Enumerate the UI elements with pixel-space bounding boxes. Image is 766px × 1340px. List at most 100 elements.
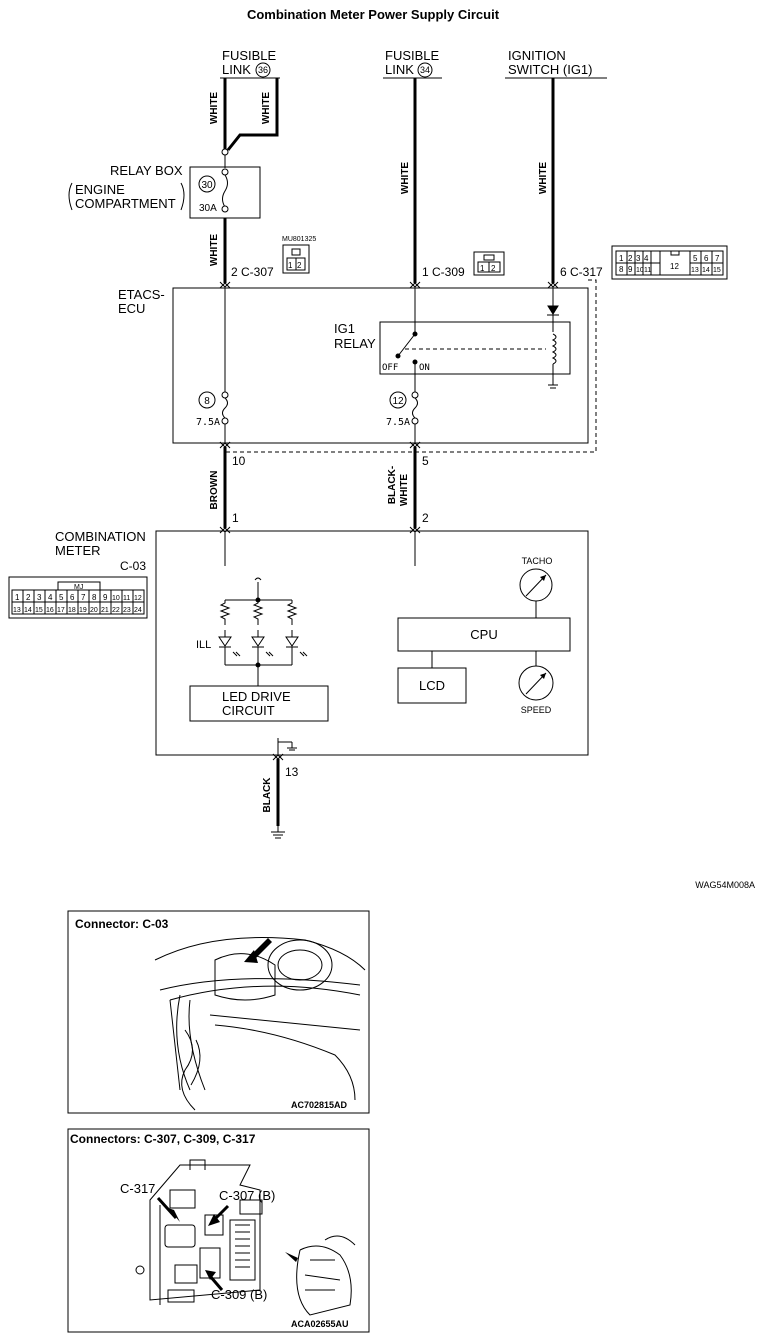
wire-color-white: WHITE: [400, 162, 411, 195]
speed-gauge-icon: [518, 665, 554, 701]
svg-text:1: 1: [619, 254, 624, 263]
wire-color-white: WHITE: [209, 234, 220, 267]
svg-text:19: 19: [79, 607, 87, 614]
svg-text:12: 12: [670, 262, 679, 271]
combination-meter-box: [155, 530, 589, 756]
etacs-pin-5: 5: [422, 454, 429, 468]
svg-text:IGNITION: IGNITION: [508, 48, 566, 63]
led-drive-label: LED DRIVE: [222, 689, 291, 704]
wire-color-white: WHITE: [538, 162, 549, 195]
svg-text:FUSIBLE: FUSIBLE: [222, 48, 277, 63]
combination-meter-label: COMBINATION: [55, 529, 146, 544]
svg-text:21: 21: [101, 607, 109, 614]
svg-text:20: 20: [90, 607, 98, 614]
wire-color-white: WHITE: [261, 92, 272, 125]
svg-text:18: 18: [68, 607, 76, 614]
led-drive-label: CIRCUIT: [222, 703, 275, 718]
etacs-ecu-box: [172, 279, 597, 453]
diagram-code: WAG54M008A: [695, 880, 755, 890]
svg-text:10: 10: [636, 267, 644, 274]
svg-text:2: 2: [491, 264, 496, 273]
ig1-relay-label: IG1: [334, 321, 355, 336]
svg-text:7: 7: [81, 593, 86, 602]
svg-text:C-307 (B): C-307 (B): [219, 1188, 275, 1203]
svg-text:23: 23: [123, 607, 131, 614]
svg-text:9: 9: [103, 593, 108, 602]
wire-color-brown: BROWN: [209, 471, 220, 510]
led-array: [218, 577, 308, 686]
svg-text:3: 3: [636, 254, 641, 263]
tacho-gauge-icon: [519, 568, 553, 602]
svg-text:36: 36: [258, 65, 268, 75]
svg-text:17: 17: [57, 607, 65, 614]
svg-text:4: 4: [48, 593, 53, 602]
fuse-12-rating: 7.5A: [386, 417, 410, 428]
wire-color-white: WHITE: [209, 92, 220, 125]
tacho-label: TACHO: [522, 556, 553, 566]
fuse-8: [198, 288, 229, 443]
svg-text:C-309 (B): C-309 (B): [211, 1287, 267, 1302]
svg-text:9: 9: [628, 265, 633, 274]
etacs-ecu-label: ETACS-: [118, 287, 165, 302]
svg-text:15: 15: [713, 267, 721, 274]
bracket: [68, 182, 73, 211]
svg-text:13: 13: [13, 607, 21, 614]
svg-text:Connector: C-03: Connector: C-03: [75, 917, 169, 931]
svg-text:24: 24: [134, 607, 142, 614]
wire-color-black: BLACK: [262, 777, 273, 813]
svg-text:14: 14: [702, 267, 710, 274]
led-drive-circuit-box: [189, 685, 329, 722]
svg-text:10: 10: [112, 595, 120, 602]
svg-text:34: 34: [420, 65, 430, 75]
meter-pin-2: 2: [422, 511, 429, 525]
svg-text:AC702815AD: AC702815AD: [291, 1100, 348, 1110]
ig1-relay-label: RELAY: [334, 336, 376, 351]
fuse-12: [389, 391, 419, 443]
meter-pin-13: 13: [285, 765, 299, 779]
relay-on-label: ON: [419, 363, 430, 373]
connector-c03-face: MJ 1 2 3 4 5 6 7 8 9 10 11 12 13 14 15 1…: [8, 576, 148, 619]
svg-text:8: 8: [92, 593, 97, 602]
svg-text:8: 8: [619, 265, 624, 274]
svg-text:ACA02655AU: ACA02655AU: [291, 1319, 349, 1329]
relay-box-fuse-number: 30: [201, 180, 213, 191]
fusible-link-36-label: FUSIBLE LINK 36: [220, 48, 280, 79]
junction-block-illustration: [135, 1159, 356, 1316]
etacs-pin-10: 10: [232, 454, 246, 468]
svg-text:7: 7: [715, 254, 720, 263]
connector-c307-face: MU801325 1 2: [282, 236, 316, 274]
svg-text:2: 2: [628, 254, 633, 263]
svg-text:11: 11: [123, 595, 130, 602]
svg-text:MJ: MJ: [74, 584, 83, 591]
wire-color-black-white: WHITE: [399, 474, 410, 507]
connector-c309-label: 1 C-309: [422, 265, 465, 279]
relay-box-label: RELAY BOX: [110, 163, 183, 178]
bracket: [180, 182, 185, 211]
meter-pin-1: 1: [232, 511, 239, 525]
svg-text:2: 2: [297, 261, 302, 270]
svg-text:13: 13: [691, 267, 699, 274]
svg-text:14: 14: [24, 607, 32, 614]
ignition-switch-label: IGNITION SWITCH (IG1): [505, 48, 607, 79]
relay-box: 30 30A: [189, 166, 261, 219]
relay-off-label: OFF: [382, 363, 398, 373]
relay-box-sub2: COMPARTMENT: [75, 196, 176, 211]
svg-text:LINK: LINK: [385, 62, 414, 77]
etacs-ecu-label: ECU: [118, 301, 145, 316]
svg-text:SWITCH (IG1): SWITCH (IG1): [508, 62, 593, 77]
fuse-12-number: 12: [392, 396, 404, 407]
svg-text:FUSIBLE: FUSIBLE: [385, 48, 440, 63]
svg-text:Connectors: C-307, C-309, C-31: Connectors: C-307, C-309, C-317: [70, 1132, 256, 1146]
svg-text:C-317: C-317: [120, 1181, 155, 1196]
svg-text:15: 15: [35, 607, 43, 614]
svg-text:LINK: LINK: [222, 62, 251, 77]
connectors-c307-c309-c317-location-panel: Connectors: C-307, C-309, C-317 C-317: [67, 1128, 370, 1333]
fusible-link-34-label: FUSIBLE LINK 34: [383, 48, 442, 79]
svg-text:22: 22: [112, 607, 120, 614]
svg-text:12: 12: [134, 595, 142, 602]
combination-meter-label: METER: [55, 543, 101, 558]
connector-c03-label: C-03: [120, 559, 146, 573]
ig1-relay: [379, 288, 571, 392]
wire-white-left: [221, 78, 279, 283]
